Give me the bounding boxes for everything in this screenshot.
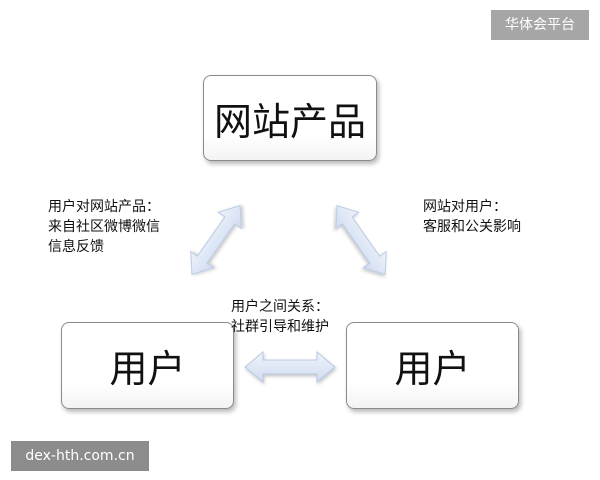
node-user-left: 用户 <box>61 322 234 409</box>
watermark-bottom-left: dex-hth.com.cn <box>11 441 149 471</box>
node-user-right-label: 用户 <box>394 347 471 391</box>
annotation-product-to-user-line2: 客服和公关影响 <box>423 219 521 235</box>
double-arrow-product-right-user <box>335 204 387 276</box>
watermark-top-right: 华体会平台 <box>491 10 589 40</box>
annotation-user-to-product-line2: 来自社区微博微信 <box>48 219 160 235</box>
annotation-user-to-product-line1: 用户对网站产品： <box>48 199 160 215</box>
annotation-user-to-user-line2: 社群引导和维护 <box>231 319 329 335</box>
node-website-product: 网站产品 <box>203 75 377 161</box>
annotation-product-to-user-line1: 网站对用户： <box>423 199 507 215</box>
node-website-product-label: 网站产品 <box>213 99 366 144</box>
double-arrow-product-left-user <box>190 204 242 276</box>
annotation-user-to-product-line3: 信息反馈 <box>48 239 104 255</box>
double-arrow-user-user <box>244 350 336 384</box>
annotation-user-to-product: 用户对网站产品： 来自社区微博微信 信息反馈 <box>48 197 160 257</box>
annotation-user-to-user-line1: 用户之间关系： <box>231 299 329 315</box>
node-user-left-label: 用户 <box>109 347 186 391</box>
annotation-user-to-user: 用户之间关系： 社群引导和维护 <box>231 297 329 337</box>
node-user-right: 用户 <box>346 322 519 409</box>
annotation-product-to-user: 网站对用户： 客服和公关影响 <box>423 197 521 237</box>
